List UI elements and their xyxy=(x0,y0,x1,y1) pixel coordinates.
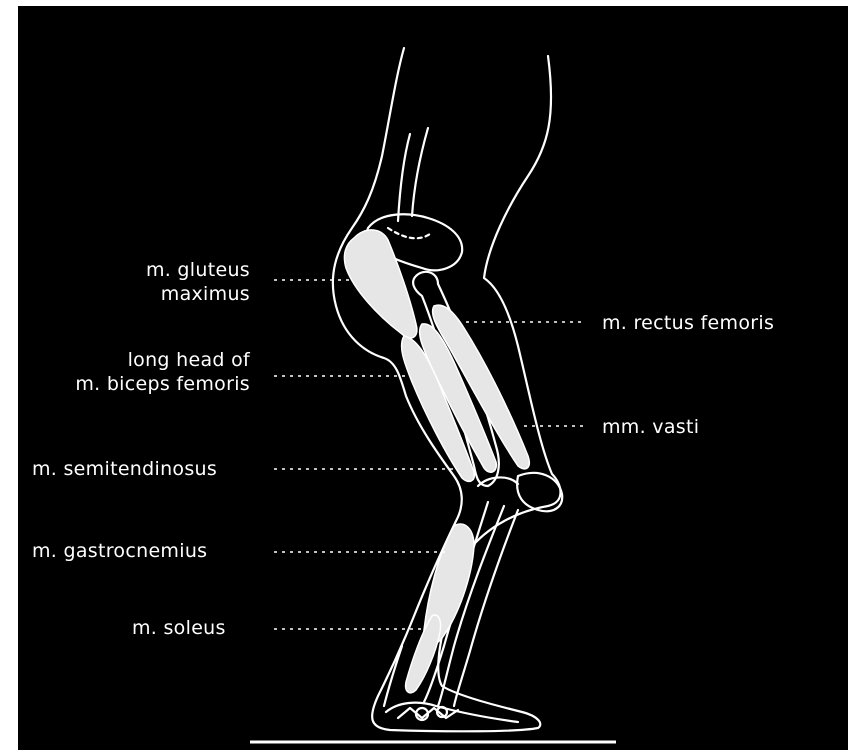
label-biceps-line1: long head of xyxy=(28,348,250,372)
diagram-canvas: m. gluteus maximus long head of m. bicep… xyxy=(18,6,848,750)
label-gastrocnemius: m. gastrocnemius xyxy=(32,539,207,563)
label-rectus-femoris: m. rectus femoris xyxy=(602,311,774,335)
label-vasti: mm. vasti xyxy=(602,415,699,439)
label-soleus: m. soleus xyxy=(132,616,226,640)
label-gluteus-maximus: m. gluteus maximus xyxy=(58,258,250,306)
gluteus-maximus-muscle xyxy=(344,230,416,338)
label-gluteus-line2: maximus xyxy=(58,282,250,306)
label-biceps-line2: m. biceps femoris xyxy=(28,372,250,396)
label-semitendinosus: m. semitendinosus xyxy=(32,457,217,481)
label-gluteus-line1: m. gluteus xyxy=(58,258,250,282)
label-biceps-femoris: long head of m. biceps femoris xyxy=(28,348,250,396)
